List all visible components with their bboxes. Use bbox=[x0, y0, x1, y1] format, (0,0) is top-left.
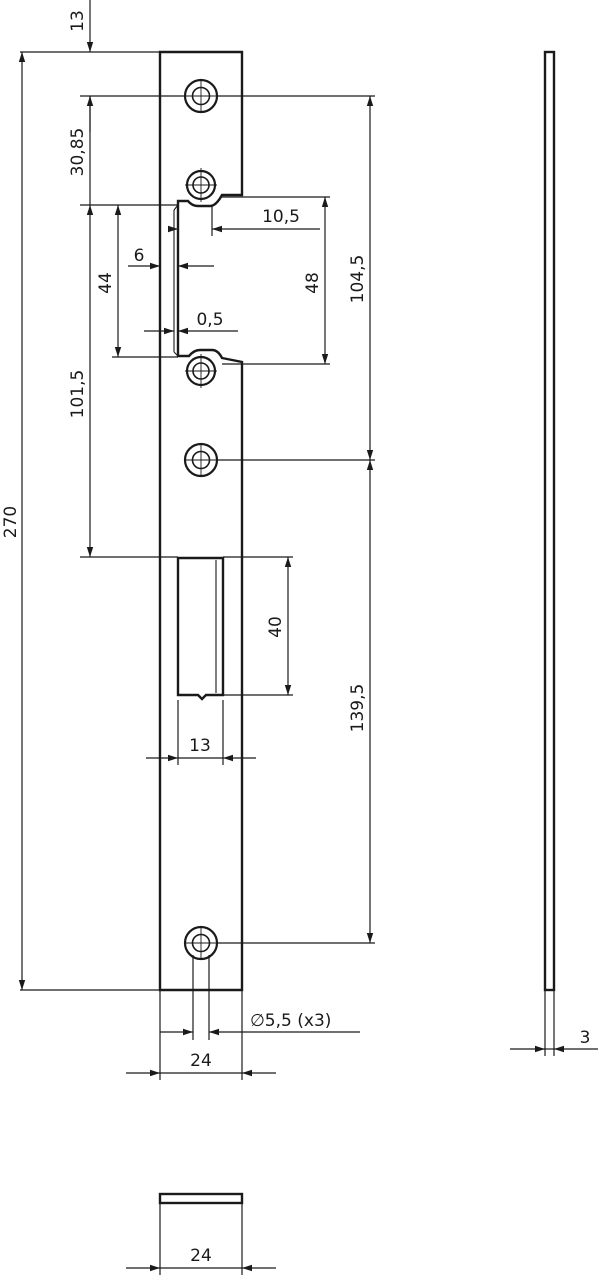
extension-lines bbox=[20, 51, 375, 1080]
dim-top-offset-label: 13 bbox=[68, 10, 88, 32]
dim-hole-spacing-upper-label: 104,5 bbox=[348, 255, 368, 304]
strike-plate-end-view bbox=[158, 1192, 244, 1275]
screw-hole-4 bbox=[183, 442, 219, 478]
strike-plate-front-view bbox=[158, 50, 244, 992]
dim-lip-step-label: 0,5 bbox=[196, 310, 223, 330]
dim-bolt-height-label: 40 bbox=[266, 616, 286, 638]
dim-hole-diameter-label: ∅5,5 (x3) bbox=[250, 1011, 331, 1031]
dim-bolt-height: 40 bbox=[266, 557, 292, 695]
dim-lip-depth-label: 6 bbox=[134, 246, 145, 266]
screw-hole-5 bbox=[183, 925, 219, 961]
dim-top-offset: 13 bbox=[68, 0, 94, 132]
dim-total-length-label: 270 bbox=[1, 506, 21, 538]
dim-hole-diameter: ∅5,5 (x3) bbox=[160, 1011, 360, 1036]
dim-hole1-hole2-label: 30,85 bbox=[68, 128, 88, 177]
dim-lip-step: 0,5 bbox=[144, 310, 238, 335]
strike-plate-side-view bbox=[543, 50, 556, 1056]
dim-outer-opening: 48 bbox=[303, 197, 329, 364]
dim-plate-width: 24 bbox=[126, 1051, 276, 1077]
screw-hole-1 bbox=[183, 78, 219, 114]
dim-lip-depth: 6 bbox=[128, 246, 214, 270]
dim-hole-spacing-upper: 104,5 bbox=[348, 96, 374, 460]
dim-bolt-width-label: 13 bbox=[189, 736, 211, 756]
dim-latch-depth: 10,5 bbox=[168, 207, 320, 233]
dim-top-to-bolt-label: 101,5 bbox=[68, 370, 88, 419]
dim-latch-depth-label: 10,5 bbox=[262, 207, 300, 227]
screw-hole-3 bbox=[185, 354, 217, 388]
dim-inner-opening-label: 44 bbox=[96, 272, 116, 294]
dim-end-view-width: 24 bbox=[126, 1246, 276, 1272]
dim-hole-spacing-lower-label: 139,5 bbox=[348, 684, 368, 733]
dim-hole-spacing-lower: 139,5 bbox=[348, 460, 374, 943]
dim-plate-width-label: 24 bbox=[190, 1051, 212, 1071]
screw-hole-2 bbox=[185, 168, 217, 202]
dim-top-to-bolt: 101,5 bbox=[68, 205, 94, 557]
bolt-opening bbox=[176, 556, 225, 701]
dim-inner-opening: 44 bbox=[96, 205, 122, 357]
dim-end-view-width-label: 24 bbox=[190, 1246, 212, 1266]
dim-bolt-width: 13 bbox=[146, 736, 256, 762]
dim-plate-thickness: 3 bbox=[510, 1028, 598, 1053]
dim-hole1-hole2: 30,85 bbox=[68, 96, 91, 205]
dim-plate-thickness-label: 3 bbox=[580, 1028, 591, 1048]
dim-total-length: 270 bbox=[1, 52, 26, 990]
dim-outer-opening-label: 48 bbox=[303, 272, 323, 294]
